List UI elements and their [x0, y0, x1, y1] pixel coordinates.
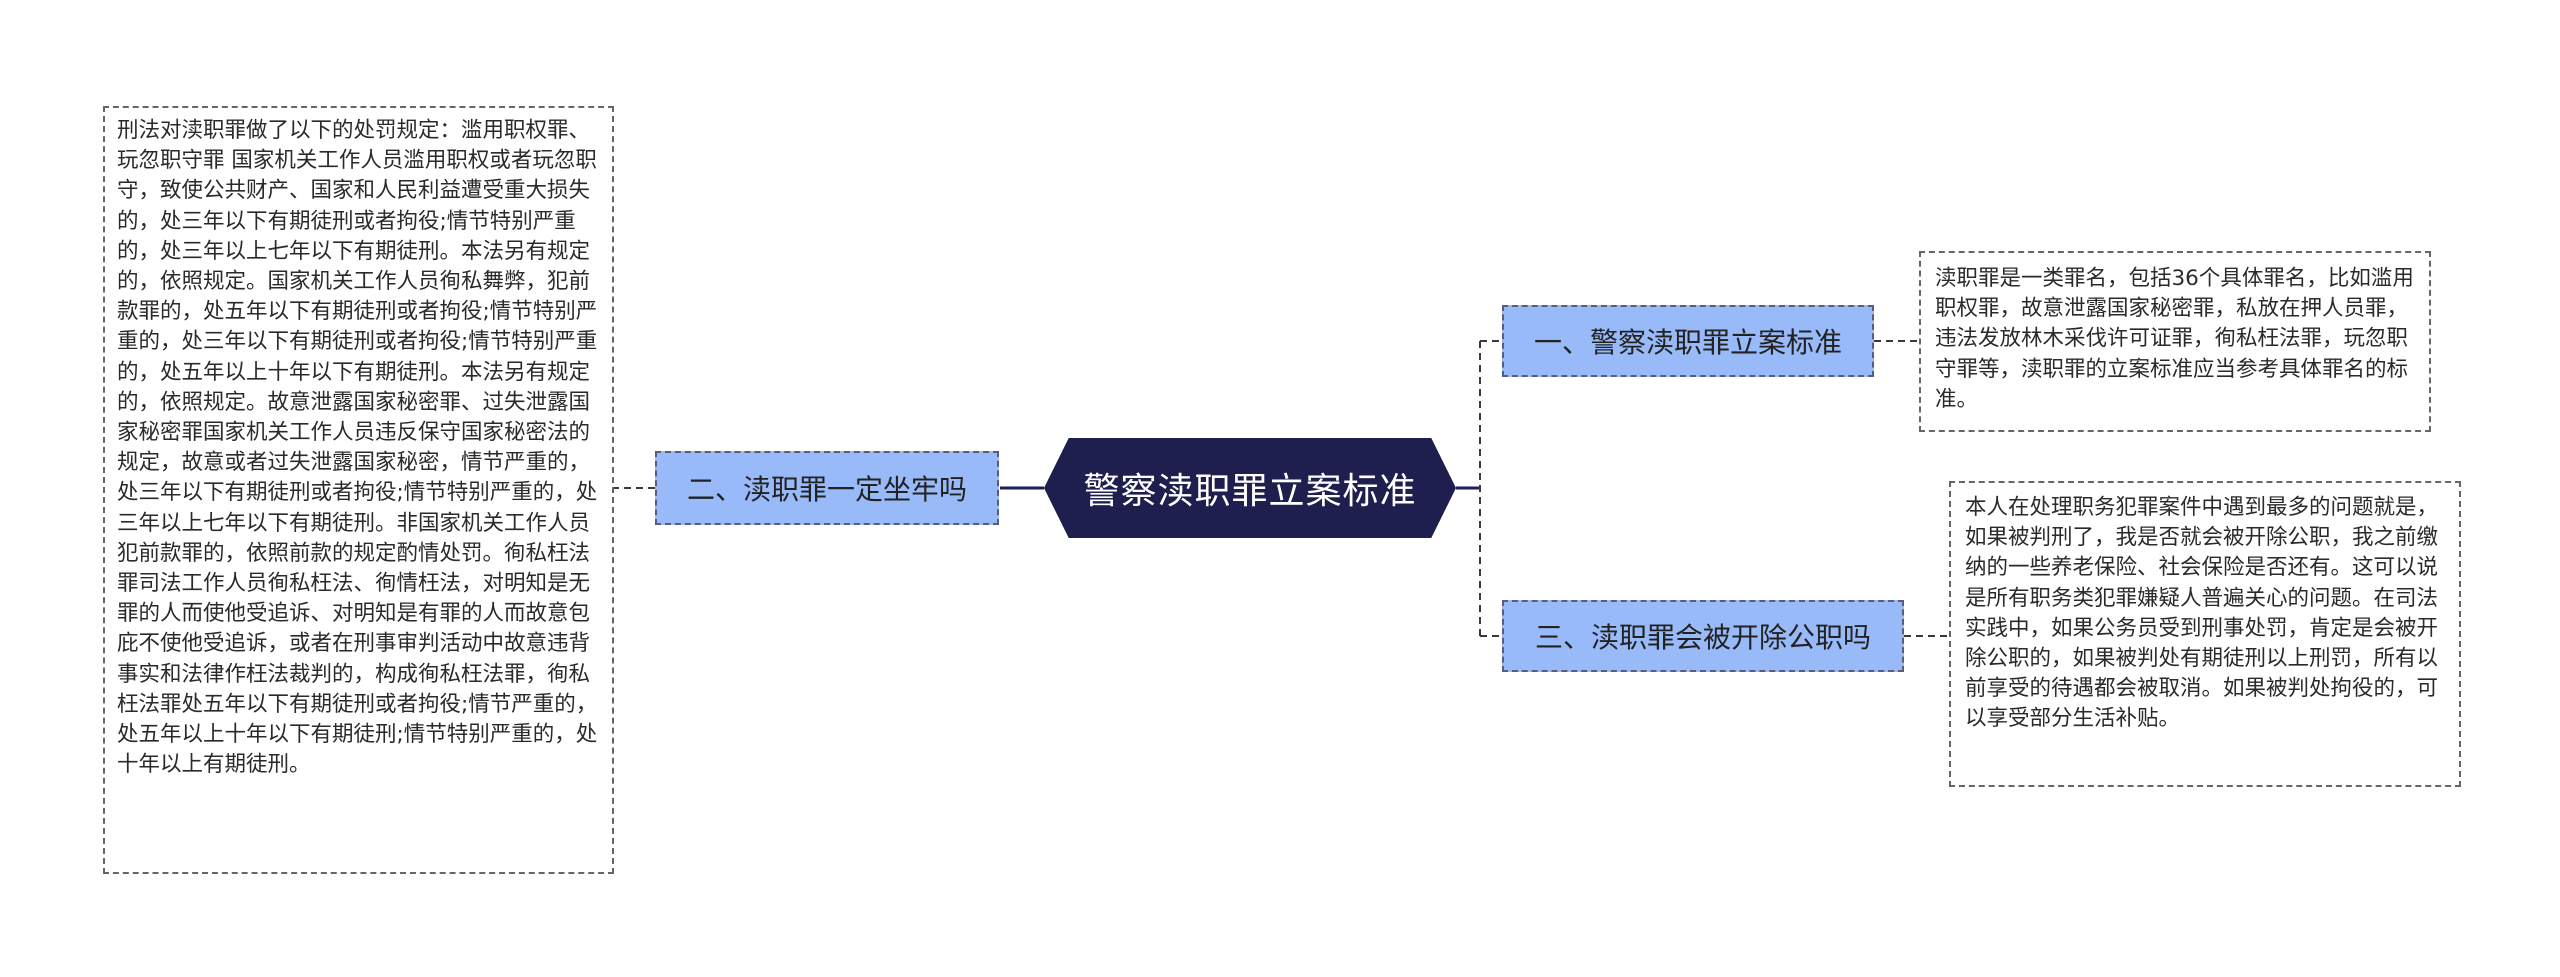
branch-3-note: 本人在处理职务犯罪案件中遇到最多的问题就是，如果被判刑了，我是否就会被开除公职，…	[1949, 481, 2461, 787]
branch-1-note: 渎职罪是一类罪名，包括36个具体罪名，比如滥用职权罪，故意泄露国家秘密罪，私放在…	[1919, 251, 2431, 432]
branch-node-3[interactable]: 三、渎职罪会被开除公职吗	[1502, 600, 1904, 672]
branch-2-label: 二、渎职罪一定坐牢吗	[686, 473, 967, 506]
branch-3-label: 三、渎职罪会被开除公职吗	[1534, 621, 1871, 654]
central-topic-title: 警察渎职罪立案标准	[1083, 471, 1417, 512]
central-topic-node[interactable]: 警察渎职罪立案标准	[1044, 438, 1456, 538]
branch-1-label: 一、警察渎职罪立案标准	[1533, 326, 1842, 359]
branch-node-1[interactable]: 一、警察渎职罪立案标准	[1502, 305, 1874, 377]
branch-2-note: 刑法对渎职罪做了以下的处罚规定：滥用职权罪、玩忽职守罪 国家机关工作人员滥用职权…	[103, 106, 614, 874]
branch-node-2[interactable]: 二、渎职罪一定坐牢吗	[655, 451, 999, 525]
